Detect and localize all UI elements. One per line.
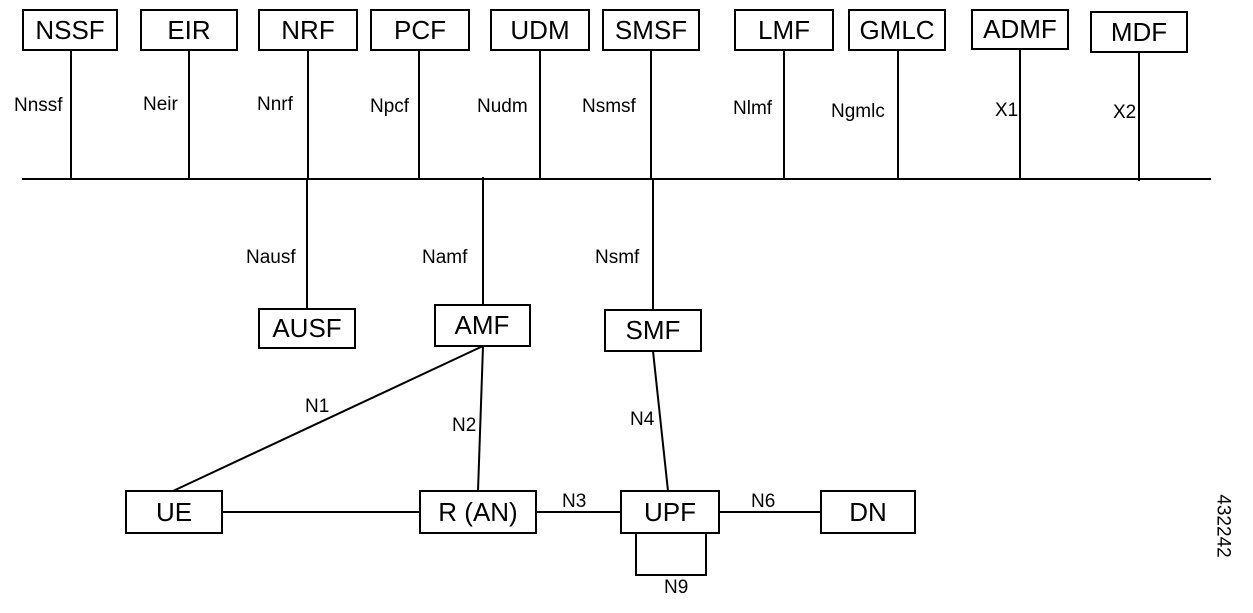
- admf-label: ADMF: [983, 14, 1057, 44]
- nausf-label: Nausf: [246, 247, 296, 268]
- nsmf-label: Nsmf: [595, 247, 640, 268]
- reference-links: [172, 345, 821, 576]
- namf-label: Namf: [422, 247, 468, 268]
- n9-label: N9: [664, 577, 688, 598]
- n4-label: N4: [630, 409, 655, 430]
- lower-connectors: [306, 177, 654, 310]
- mdf-label: MDF: [1111, 17, 1167, 47]
- n2-link: [477, 345, 484, 492]
- amf-node: AMF: [434, 304, 531, 347]
- dn-node: DN: [820, 490, 916, 534]
- eir-label: EIR: [167, 15, 210, 45]
- ue-label: UE: [156, 497, 192, 527]
- udm-node: UDM: [490, 9, 590, 51]
- figure-id: 432242: [1213, 494, 1234, 557]
- pcf-node: PCF: [370, 9, 470, 51]
- amf-label: AMF: [455, 310, 510, 340]
- ausf-label: AUSF: [272, 313, 341, 343]
- ran-label: R (AN): [438, 497, 517, 527]
- ausf-node: AUSF: [258, 308, 356, 349]
- n6-label: N6: [751, 491, 775, 512]
- n4-link: [652, 350, 669, 492]
- ran-node: R (AN): [419, 490, 537, 534]
- smf-label: SMF: [626, 315, 681, 345]
- upf-label: UPF: [644, 497, 696, 527]
- gmlc-label: GMLC: [859, 15, 934, 45]
- smsf-label: SMSF: [615, 15, 687, 45]
- nssf-node: NSSF: [22, 9, 118, 51]
- lmf-node: LMF: [734, 9, 834, 51]
- x2-label: X2: [1113, 102, 1136, 123]
- nssf-label: NSSF: [35, 15, 104, 45]
- x1-label: X1: [995, 100, 1018, 121]
- eir-node: EIR: [140, 9, 238, 51]
- npcf-label: Npcf: [370, 96, 410, 117]
- n9-loop: [635, 533, 707, 576]
- n2-label: N2: [452, 415, 476, 436]
- smf-node: SMF: [604, 309, 702, 352]
- nrf-node: NRF: [258, 9, 358, 51]
- smsf-node: SMSF: [602, 9, 700, 51]
- top-connectors: [70, 50, 1140, 181]
- upf-node: UPF: [620, 490, 720, 534]
- n1-label: N1: [305, 396, 329, 417]
- nnssf-label: Nnssf: [14, 95, 63, 116]
- n3-label: N3: [562, 491, 586, 512]
- n1-link: [172, 345, 484, 492]
- neir-label: Neir: [143, 94, 179, 115]
- nudm-label: Nudm: [477, 96, 528, 117]
- nsmsf-label: Nsmsf: [582, 96, 637, 117]
- ue-node: UE: [125, 490, 223, 534]
- admf-node: ADMF: [971, 9, 1069, 50]
- mdf-node: MDF: [1090, 11, 1188, 53]
- nrf-label: NRF: [281, 15, 334, 45]
- nlmf-label: Nlmf: [733, 98, 773, 119]
- pcf-label: PCF: [394, 15, 446, 45]
- nnrf-label: Nnrf: [257, 94, 294, 115]
- dn-label: DN: [849, 497, 887, 527]
- lmf-label: LMF: [758, 15, 810, 45]
- ngmlc-label: Ngmlc: [831, 101, 885, 122]
- gmlc-node: GMLC: [848, 9, 946, 51]
- udm-label: UDM: [510, 15, 569, 45]
